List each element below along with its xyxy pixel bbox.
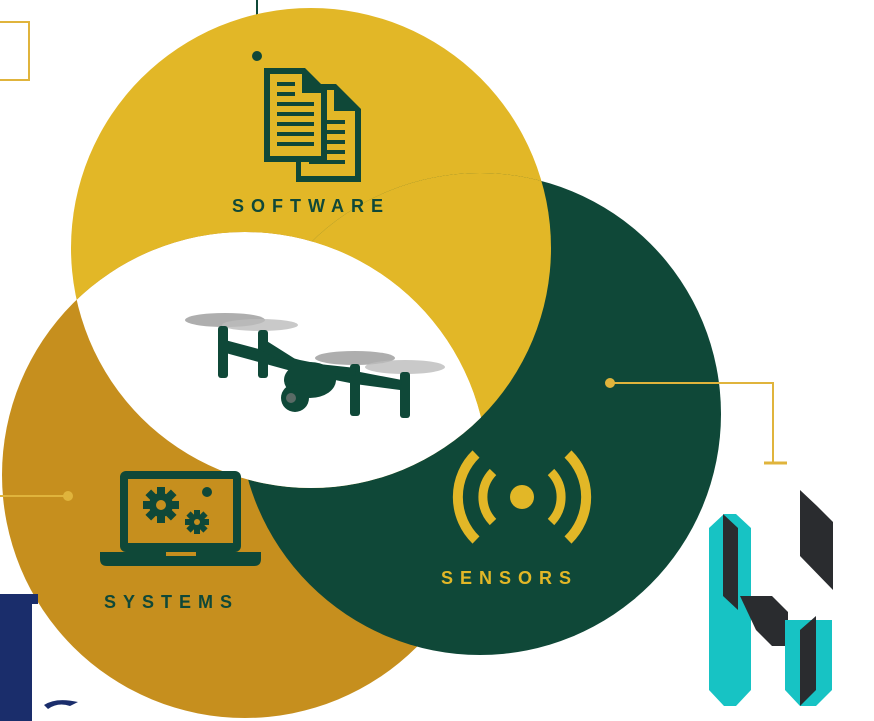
software-label: SOFTWARE	[232, 196, 390, 216]
drone-icon	[185, 313, 445, 418]
broadcast-icon	[452, 450, 592, 544]
sensors-connector	[610, 382, 774, 463]
laptop-gears-icon	[100, 471, 261, 566]
corner-frame	[0, 21, 30, 81]
systems-dot	[63, 491, 73, 501]
software-dot	[252, 51, 262, 61]
corner-logo-fragment	[0, 594, 78, 721]
h-logo	[709, 490, 833, 706]
systems-label: SYSTEMS	[104, 592, 240, 612]
sensors-dot	[605, 378, 615, 388]
documents-icon	[264, 68, 361, 182]
sensors-label: SENSORS	[441, 568, 579, 588]
